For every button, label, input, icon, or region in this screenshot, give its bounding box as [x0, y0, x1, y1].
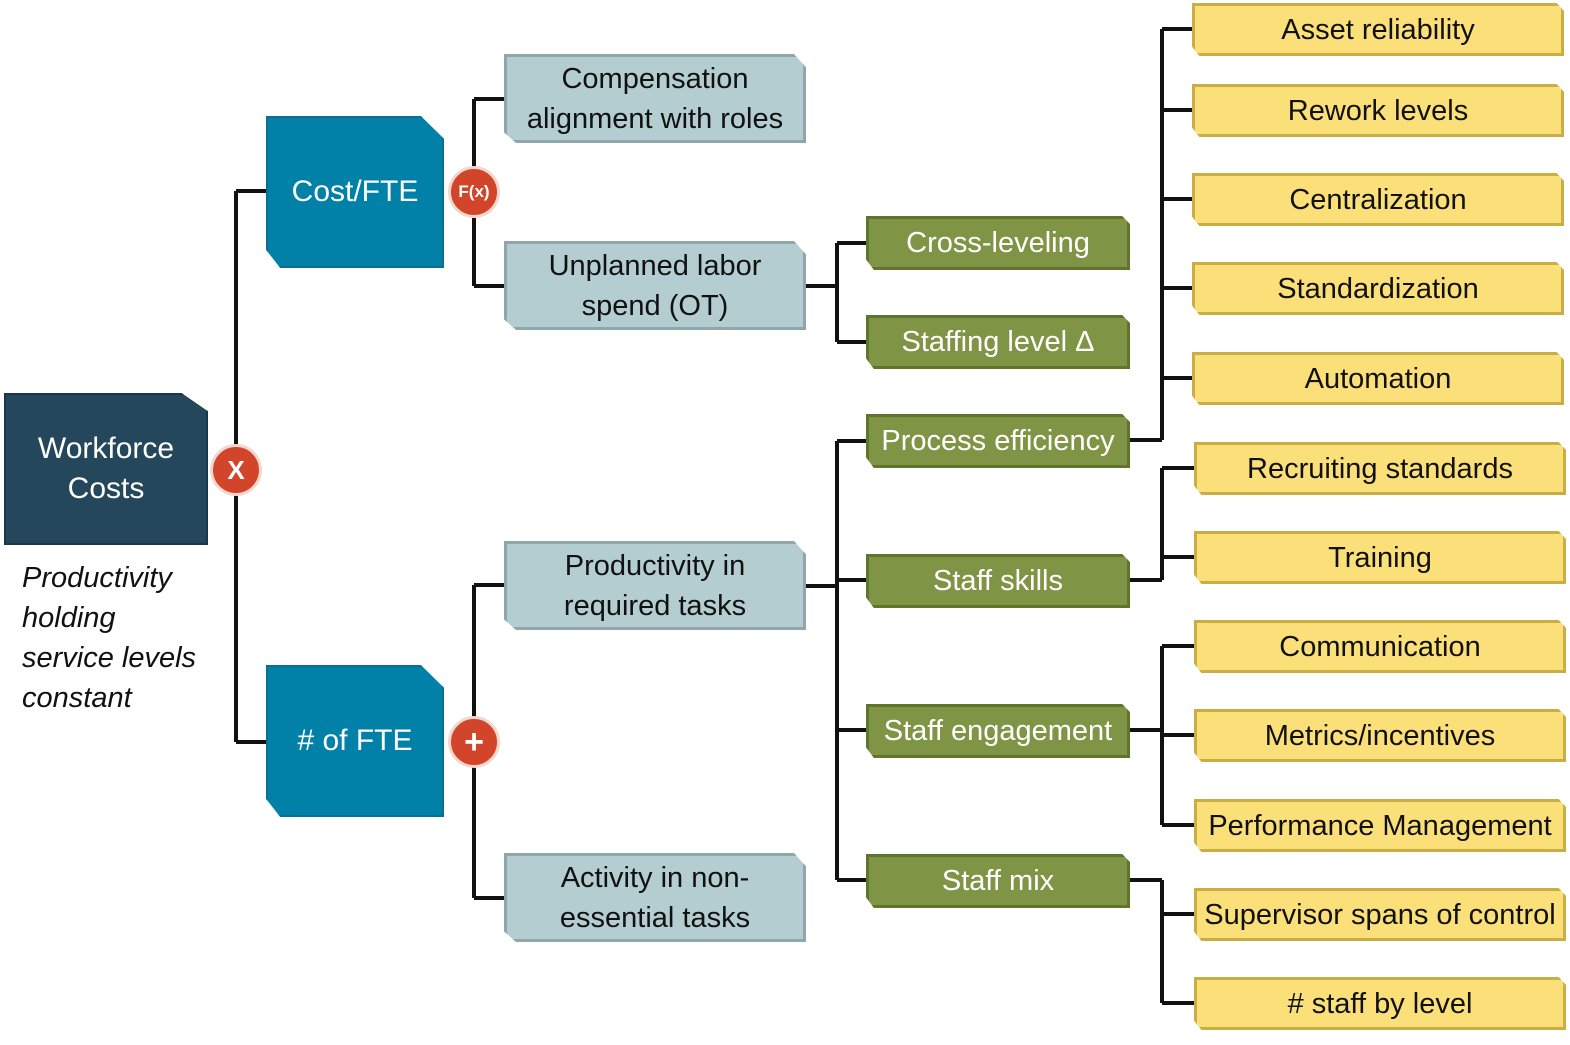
productivity-required-node: Productivity in required tasks: [504, 541, 806, 630]
compensation-line-1: Compensation: [561, 62, 749, 95]
productivity-line-2: required tasks: [563, 589, 747, 622]
communication-node: Communication: [1194, 620, 1566, 673]
staff-by-level-label: # staff by level: [1287, 987, 1473, 1020]
staff-engagement-node: Staff engagement: [866, 704, 1130, 758]
recruiting-standards-label: Recruiting standards: [1247, 452, 1513, 485]
supervisor-spans-label: Supervisor spans of control: [1204, 898, 1556, 931]
activity-line-2: essential tasks: [559, 901, 751, 934]
compensation-line-2: alignment with roles: [526, 102, 784, 135]
centralization-node: Centralization: [1192, 173, 1564, 226]
root-note-line-4: constant: [22, 682, 132, 714]
automation-label: Automation: [1304, 362, 1452, 395]
process-efficiency-node: Process efficiency: [866, 414, 1130, 468]
automation-node: Automation: [1192, 352, 1564, 405]
root-note: Productivity holding service levels cons…: [22, 558, 222, 718]
rework-levels-label: Rework levels: [1287, 94, 1469, 127]
staffing-level-label: Staffing level Δ: [901, 326, 1095, 358]
staff-skills-label: Staff skills: [932, 565, 1063, 597]
cost-per-fte-label: Cost/FTE: [291, 175, 419, 208]
training-node: Training: [1194, 531, 1566, 584]
productivity-line-1: Productivity in: [564, 549, 746, 582]
root-note-line-3: service levels: [22, 642, 197, 674]
unplanned-line-1: Unplanned labor: [548, 249, 762, 282]
staffing-level-node: Staffing level Δ: [866, 315, 1130, 369]
asset-reliability-label: Asset reliability: [1281, 13, 1475, 46]
metrics-incentives-label: Metrics/incentives: [1264, 719, 1496, 752]
activity-nonessential-node: Activity in non- essential tasks: [504, 853, 806, 942]
communication-label: Communication: [1279, 630, 1481, 663]
compensation-alignment-node: Compensation alignment with roles: [504, 54, 806, 143]
activity-line-1: Activity in non-: [560, 861, 750, 894]
standardization-label: Standardization: [1277, 272, 1479, 305]
centralization-label: Centralization: [1289, 183, 1467, 216]
number-of-fte-node: # of FTE: [266, 665, 444, 817]
performance-management-node: Performance Management: [1194, 799, 1566, 852]
process-efficiency-label: Process efficiency: [881, 425, 1115, 457]
root-note-line-1: Productivity: [22, 562, 172, 594]
workforce-costs-node: Workforce Costs: [4, 393, 208, 545]
staff-skills-node: Staff skills: [866, 554, 1130, 608]
asset-reliability-node: Asset reliability: [1192, 3, 1564, 56]
cross-leveling-node: Cross-leveling: [866, 216, 1130, 270]
multiply-operator-icon: X: [210, 444, 262, 496]
recruiting-standards-node: Recruiting standards: [1194, 442, 1566, 495]
cost-per-fte-node: Cost/FTE: [266, 116, 444, 268]
rework-levels-node: Rework levels: [1192, 84, 1564, 137]
root-line-2: Costs: [67, 472, 145, 505]
staff-mix-label: Staff mix: [941, 865, 1055, 897]
number-of-fte-label: # of FTE: [297, 724, 413, 757]
staff-by-level-node: # staff by level: [1194, 977, 1566, 1030]
staff-engagement-label: Staff engagement: [883, 715, 1113, 747]
unplanned-line-2: spend (OT): [581, 289, 729, 322]
standardization-node: Standardization: [1192, 262, 1564, 315]
supervisor-spans-node: Supervisor spans of control: [1194, 888, 1566, 941]
plus-operator-icon: +: [448, 716, 500, 768]
training-label: Training: [1328, 541, 1432, 574]
function-operator-icon: F(x): [448, 166, 500, 218]
root-note-line-2: holding: [22, 602, 116, 634]
staff-mix-node: Staff mix: [866, 854, 1130, 908]
cross-leveling-label: Cross-leveling: [906, 227, 1090, 259]
root-line-1: Workforce: [37, 432, 175, 465]
metrics-incentives-node: Metrics/incentives: [1194, 709, 1566, 762]
unplanned-labor-node: Unplanned labor spend (OT): [504, 241, 806, 330]
performance-management-label: Performance Management: [1208, 809, 1552, 842]
